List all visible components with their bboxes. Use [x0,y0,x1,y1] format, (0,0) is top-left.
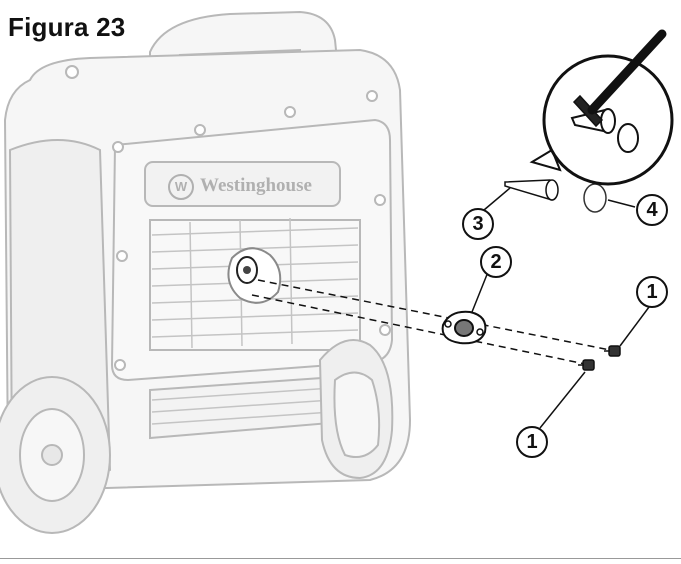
magnifier-inset [529,29,674,186]
screws [578,345,621,371]
callout-screw-left: 1 [516,426,548,458]
bottom-divider [0,558,681,559]
spark-arrestor-parts [504,179,607,213]
screw-left [578,359,595,371]
wheels [0,339,394,534]
leader-lines [471,187,653,429]
screw-right [604,345,621,357]
brand-logo: W [168,174,194,200]
alignment-lines [251,279,611,366]
callout-screen: 4 [636,194,668,226]
arrestor-port [227,247,282,304]
callout-screw-right: 1 [636,276,668,308]
generator-body [3,10,412,492]
figure-title: Figura 23 [8,12,126,42]
cover-plate [441,310,487,345]
frame-bolts [65,65,391,371]
brand-text: Westinghouse [200,175,312,196]
callout-brush: 3 [462,208,494,240]
callout-cover: 2 [480,246,512,278]
